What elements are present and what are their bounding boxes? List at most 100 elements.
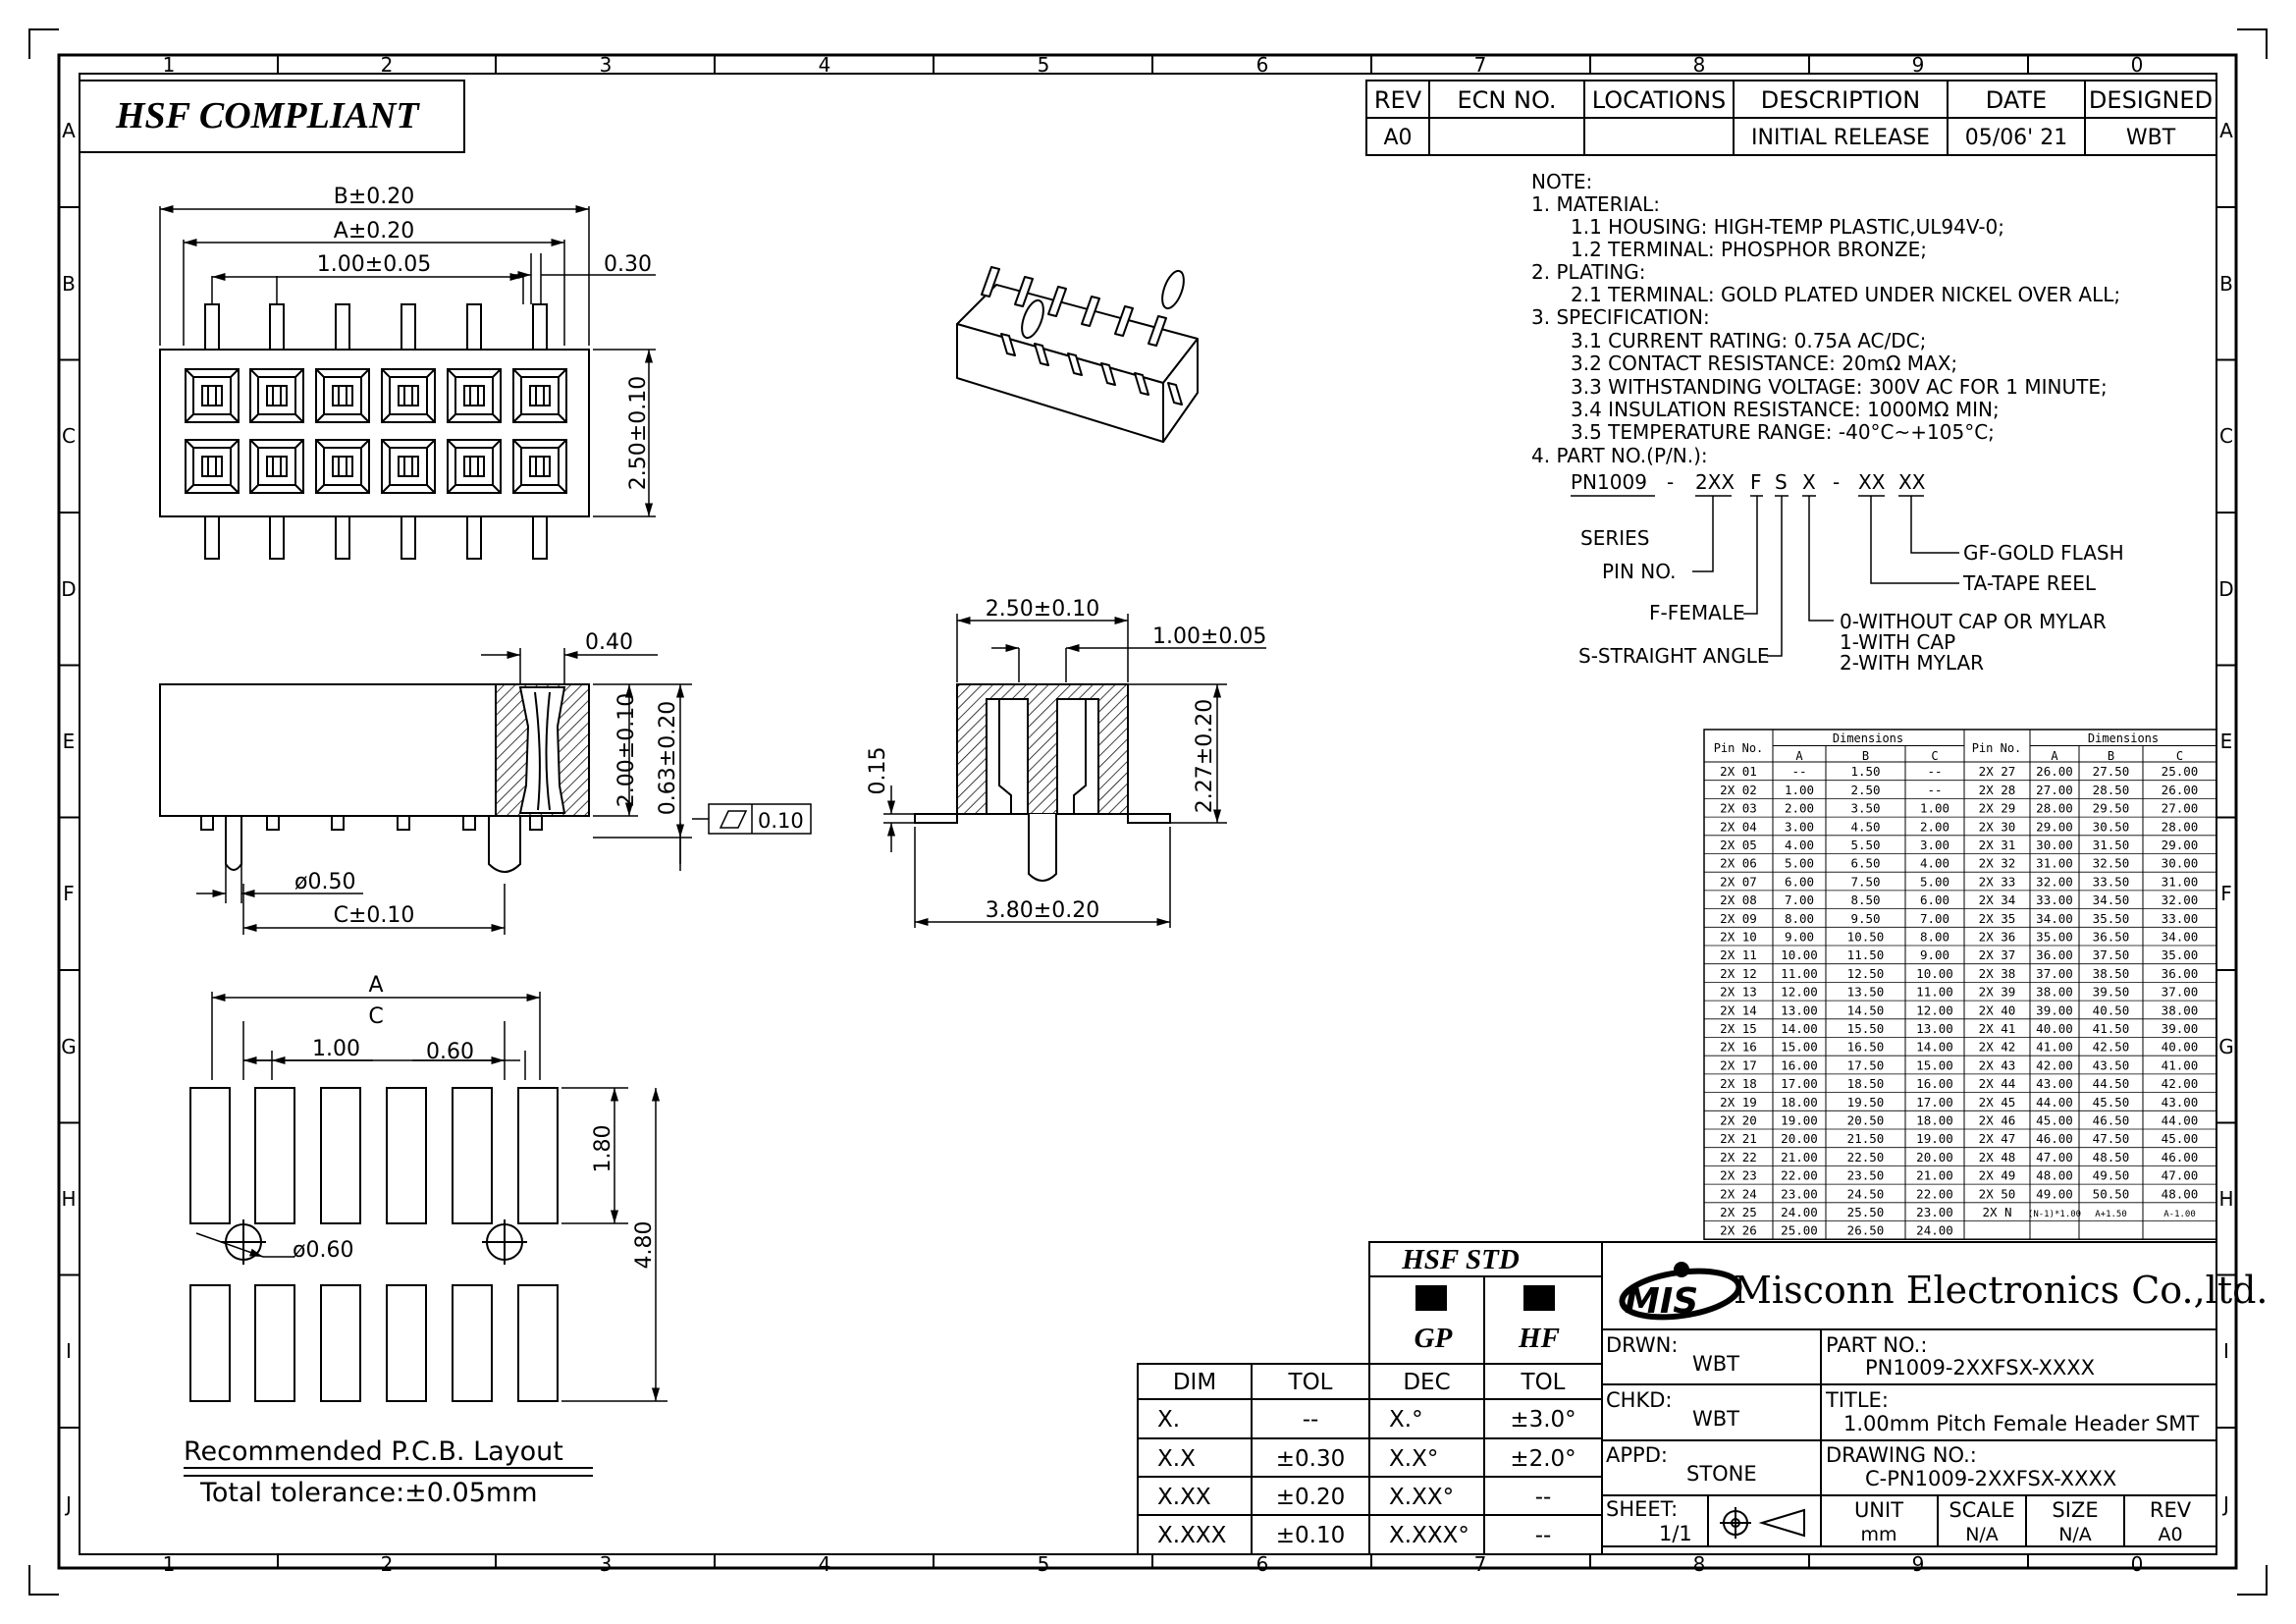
contact-terminal [529,456,551,477]
table-cell: 2X 13 [1720,985,1757,1000]
dim-pitch: 1.00±0.05 [317,252,431,277]
tol-cell: ±0.30 [1276,1446,1345,1472]
table-cell: 5.00 [1785,856,1814,871]
zone-row-label: A [62,119,76,142]
table-cell: 6.00 [1920,893,1949,907]
pn-label-reel: TA-TAPE REEL [1962,571,2097,595]
table-cell: 2X 07 [1720,874,1757,889]
tol-cell: X.XX [1157,1485,1211,1510]
table-cell: 4.50 [1850,819,1880,834]
table-cell: 25.50 [1847,1205,1885,1219]
revision-table [1365,80,2217,156]
iso-pin [1034,343,1049,366]
tol-cell: X.° [1389,1407,1423,1433]
contact-terminal [266,385,288,406]
table-cell: 2X 22 [1720,1150,1757,1164]
table-subheader: C [1931,749,1938,763]
table-cell: 2X 09 [1720,911,1757,926]
top-view [159,303,590,560]
table-cell: 33.00 [2162,911,2199,926]
table-cell: 16.00 [1781,1057,1818,1072]
hf-marker [1523,1285,1555,1311]
table-cell: 2X 34 [1979,893,2016,907]
note-line: 3.3 WITHSTANDING VOLTAGE: 300V AC FOR 1 … [1571,375,2108,399]
zone-col-label: 7 [1474,1552,1487,1576]
zone-row-label: B [62,272,76,296]
contact-cavity [249,439,304,494]
table-cell: 10.50 [1847,930,1885,945]
table-header-dimensions: Dimensions [1833,731,1903,745]
pcb-dimensions [195,992,667,1402]
zone-row-label: A [2219,119,2233,142]
contact-terminal [398,385,419,406]
table-cell: 39.50 [2093,985,2130,1000]
title-value: 1.00mm Pitch Female Header SMT [1843,1412,2199,1435]
table-cell: 2X 42 [1979,1040,2016,1055]
contact-cavity [512,368,567,423]
iso-pin [1067,352,1083,376]
drawing-no-label: DRAWING NO.: [1826,1443,1977,1467]
table-subheader: B [1862,749,1869,763]
table-cell: 2X 11 [1720,947,1757,962]
table-cell: 2X 41 [1979,1021,2016,1036]
table-cell: 4.00 [1920,856,1949,871]
pcb-pad-upper [320,1087,361,1224]
table-cell: 43.00 [2162,1095,2199,1110]
zone-row-label: D [2218,577,2233,601]
iso-pin [1000,333,1016,356]
iso-pin [981,266,1000,298]
contact-cavity-inner [257,447,296,486]
table-cell: 32.00 [2162,893,2199,907]
gp-marker [1415,1285,1447,1311]
tol-header: DEC [1403,1370,1450,1395]
dim-200: 2.00±0.10 [614,693,639,807]
contact-terminal [332,456,353,477]
iso-pin [1047,286,1067,317]
iso-pin [1134,372,1149,396]
dim-height: 2.50±0.10 [626,376,651,490]
zone-col-label: 0 [2131,53,2144,77]
contact-terminal [529,385,551,406]
contact-cavity-inner [192,447,232,486]
table-cell: 17.00 [1916,1095,1953,1110]
pcb-layout [189,1087,559,1402]
pn-dash: - [1833,470,1840,494]
table-cell: 2X 17 [1720,1057,1757,1072]
table-cell: 34.00 [2036,911,2073,926]
flatness-symbol: 0.10 [692,803,812,835]
table-cell: 25.00 [1781,1223,1818,1238]
table-cell: 37.50 [2093,947,2130,962]
table-cell: 22.50 [1847,1150,1885,1164]
table-cell: 9.50 [1850,911,1880,926]
contact-terminal [201,456,223,477]
unit-value: mm [1860,1524,1896,1545]
table-cell: 2X 14 [1720,1002,1757,1017]
table-cell: 19.50 [1847,1095,1885,1110]
table-cell: 8.00 [1785,911,1814,926]
table-cell: 2X 47 [1979,1131,2016,1146]
zone-col-label: 2 [381,53,394,77]
contact-cavity-inner [389,376,428,415]
dim-pcb-pad-length: 1.80 [591,1125,615,1173]
table-cell: 26.00 [2162,783,2199,797]
pn-gold-code: XX [1898,470,1926,494]
dim-end-height: 2.27±0.20 [1193,699,1217,813]
pn-reel-code: XX [1858,470,1886,494]
table-cell: 2X 03 [1720,801,1757,816]
table-cell: 33.00 [2036,893,2073,907]
table-cell: 2X 26 [1720,1223,1757,1238]
table-cell: 29.00 [2162,838,2199,852]
rev-header-rev: REV [1374,86,1422,114]
table-cell: 2X 28 [1979,783,2016,797]
note-line: 3.2 CONTACT RESISTANCE: 20mΩ MAX; [1571,352,1957,375]
dim-063: 0.63±0.20 [656,701,680,815]
table-cell: 29.50 [2093,801,2130,816]
table-cell: 39.00 [2036,1002,2073,1017]
pcb-pad-upper [254,1087,295,1224]
hsf-compliant-box: HSF COMPLIANT [79,80,465,153]
dim-pcb-pad-width: 0.60 [426,1040,474,1064]
tol-cell: X.X [1157,1446,1196,1472]
iso-pin [1081,296,1100,327]
table-cell: 27.00 [2036,783,2073,797]
dim-pcb-total: 4.80 [632,1221,657,1270]
